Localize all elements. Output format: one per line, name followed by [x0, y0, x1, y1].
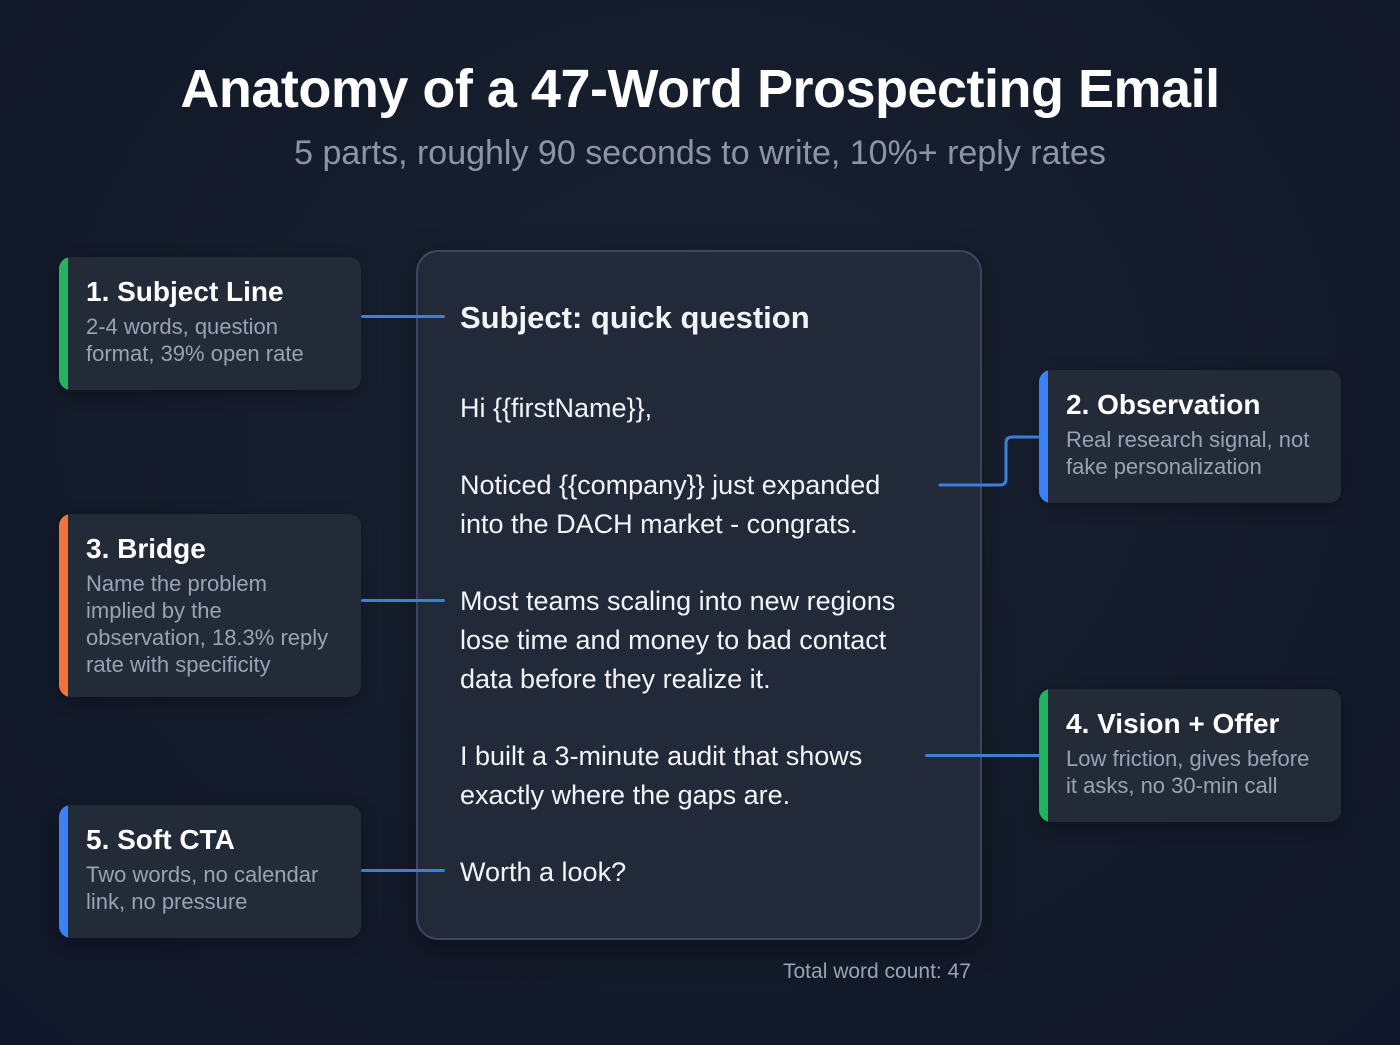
email-offer-line-2: exactly where the gaps are.: [460, 780, 791, 810]
connector-bridge: [361, 599, 445, 602]
email-cta: Worth a look?: [460, 857, 627, 887]
callout-desc-line: it asks, no 30-min call: [1066, 773, 1278, 798]
callout-subject-line: 1. Subject Line 2-4 words, question form…: [59, 257, 361, 390]
email-bridge-line-1: Most teams scaling into new regions: [460, 586, 896, 616]
callout-desc-line: fake personalization: [1066, 454, 1262, 479]
email-offer-line-1: I built a 3-minute audit that shows: [460, 741, 863, 771]
callout-bridge: 3. Bridge Name the problem implied by th…: [59, 514, 361, 697]
page-title: Anatomy of a 47-Word Prospecting Email: [180, 59, 1220, 119]
page-subtitle: 5 parts, roughly 90 seconds to write, 10…: [294, 134, 1106, 172]
callout-vision-offer: 4. Vision + Offer Low friction, gives be…: [1039, 689, 1341, 822]
connector-subject-line: [361, 315, 445, 318]
email-subject: Subject: quick question: [460, 300, 810, 335]
callout-desc-line: Name the problem: [86, 571, 267, 596]
callout-desc-line: rate with specificity: [86, 652, 271, 677]
callout-desc-line: format, 39% open rate: [86, 341, 304, 366]
callout-desc-line: 2-4 words, question: [86, 314, 278, 339]
connector-soft-cta: [361, 869, 445, 872]
callout-desc-line: observation, 18.3% reply: [86, 625, 329, 650]
accent-bar-green: [1039, 689, 1048, 822]
callout-desc-line: implied by the: [86, 598, 222, 623]
callout-desc-line: link, no pressure: [86, 889, 248, 914]
callout-soft-cta: 5. Soft CTA Two words, no calendar link,…: [59, 805, 361, 938]
email-greeting: Hi {{firstName}},: [460, 393, 653, 423]
callout-desc-line: Real research signal, not: [1066, 427, 1310, 452]
callout-title: 2. Observation: [1066, 389, 1261, 420]
email-observation-line-1: Noticed {{company}} just expanded: [460, 470, 881, 500]
callout-title: 5. Soft CTA: [86, 824, 235, 855]
callout-title: 4. Vision + Offer: [1066, 708, 1280, 739]
email-observation-line-2: into the DACH market - congrats.: [460, 509, 858, 539]
email-bridge-line-3: data before they realize it.: [460, 664, 771, 694]
callout-desc-line: Low friction, gives before: [1066, 746, 1310, 771]
accent-bar-blue: [59, 805, 68, 938]
word-count-label: Total word count: 47: [783, 960, 971, 983]
connector-vision-offer: [925, 754, 1040, 757]
connector-observation: [938, 435, 1042, 487]
accent-bar-orange: [59, 514, 68, 697]
callout-desc-line: Two words, no calendar: [86, 862, 319, 887]
email-bridge-line-2: lose time and money to bad contact: [460, 625, 887, 655]
callout-title: 3. Bridge: [86, 533, 206, 564]
email-card: Subject: quick question Hi {{firstName}}…: [416, 250, 982, 940]
callout-title: 1. Subject Line: [86, 276, 284, 307]
accent-bar-blue: [1039, 370, 1048, 503]
callout-observation: 2. Observation Real research signal, not…: [1039, 370, 1341, 503]
accent-bar-green: [59, 257, 68, 390]
